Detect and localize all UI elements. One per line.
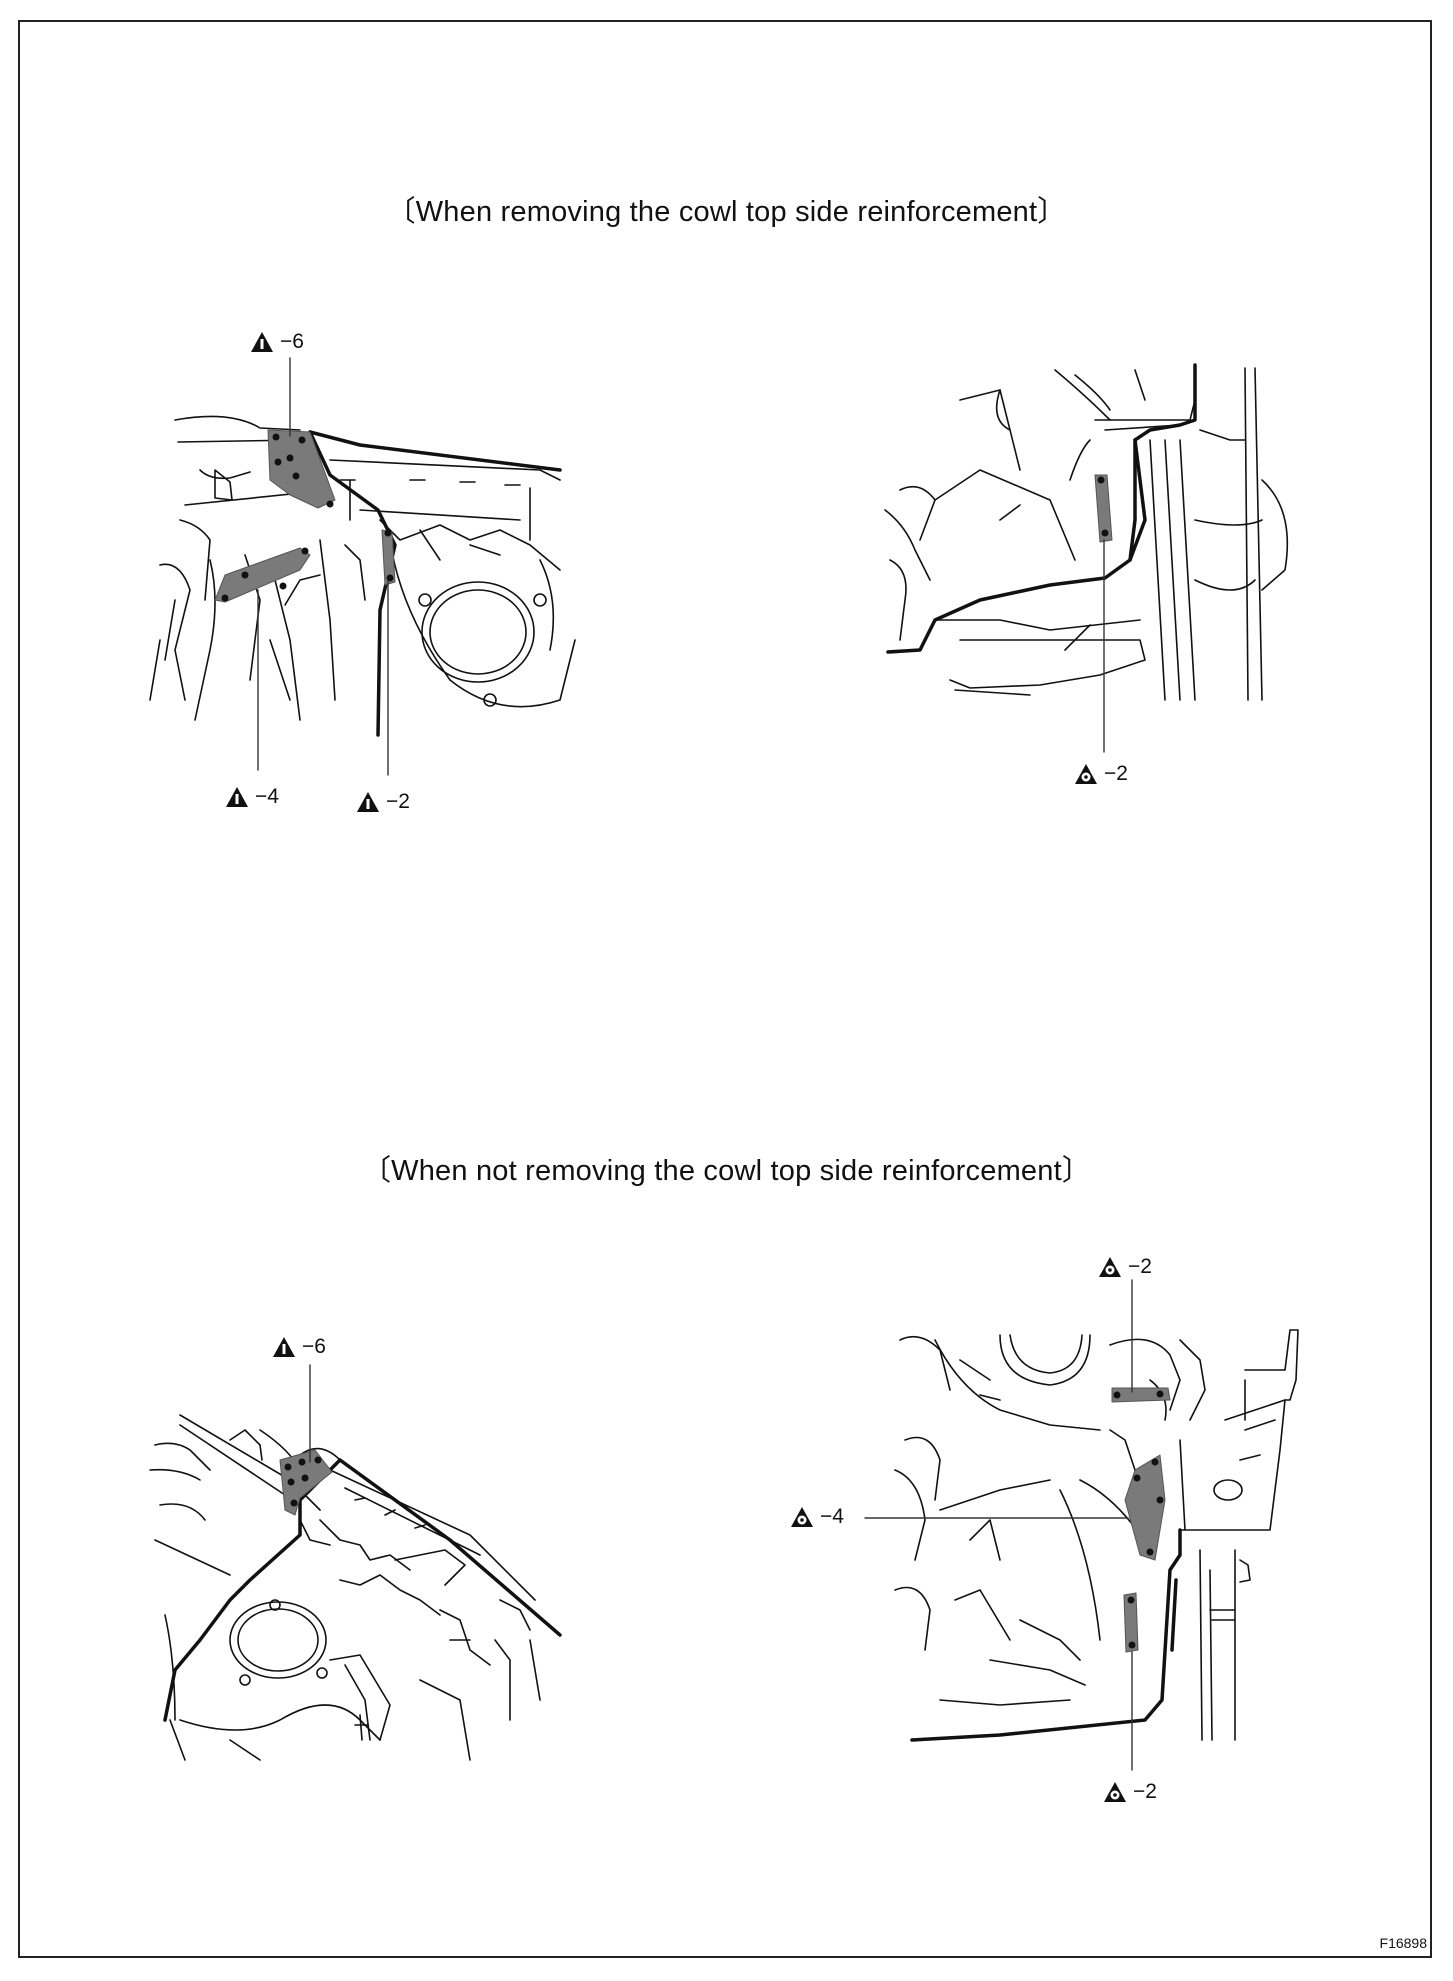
callout-top-left-2: −2: [356, 790, 410, 814]
top-right-view: [884, 367, 1289, 701]
page-frame: [18, 20, 1432, 1958]
spot-weld-symbol-icon: [791, 1507, 813, 1527]
section-heading-removing: 〔When removing the cowl top side reinfor…: [386, 196, 1067, 228]
callout-bottom-right-4: −4: [790, 1505, 844, 1529]
weld-symbol-icon: [251, 332, 273, 352]
callout-top-right-2: −2: [1074, 762, 1128, 786]
weld-symbol-icon: [357, 792, 379, 812]
top-left-view: [149, 415, 576, 721]
weld-symbol-icon: [226, 787, 248, 807]
spot-weld-symbol-icon: [1099, 1257, 1121, 1277]
section-heading-not-removing: 〔When not removing the cowl top side rei…: [361, 1155, 1092, 1187]
callout-bottom-left-6: −6: [272, 1335, 326, 1359]
callout-bottom-right-top-2: −2: [1098, 1255, 1152, 1279]
bottom-right-view: [894, 1329, 1299, 1741]
callout-top-left-6: −6: [250, 330, 304, 354]
spot-weld-symbol-icon: [1104, 1782, 1126, 1802]
figure-id: F16898: [1379, 1935, 1427, 1951]
spot-weld-symbol-icon: [1075, 764, 1097, 784]
callout-top-left-4: −4: [225, 785, 279, 809]
callout-bottom-right-bottom-2: −2: [1103, 1780, 1157, 1804]
weld-symbol-icon: [273, 1337, 295, 1357]
bottom-left-view: [149, 1414, 541, 1761]
